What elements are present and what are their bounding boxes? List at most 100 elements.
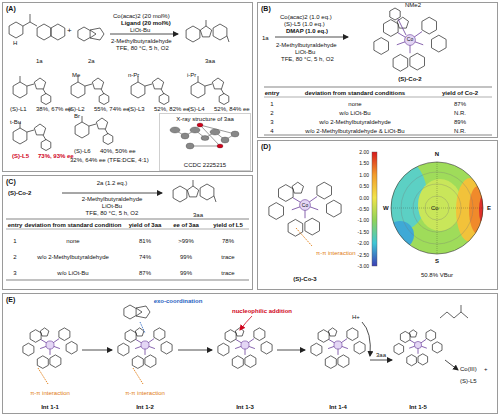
text-label: 2.00 [359, 150, 369, 155]
ring-outline [30, 330, 41, 343]
cobalt-atom [241, 341, 249, 349]
bond-line [145, 84, 152, 86]
ring-outline [409, 330, 417, 337]
cobalt-atom [300, 200, 311, 211]
ring-outline [187, 186, 198, 197]
text-label: -2.00 [358, 241, 369, 246]
bond-line [264, 97, 492, 98]
text-label: w/o 2-Methylbutyraldehyde [319, 119, 391, 125]
text-label: 1 [270, 101, 273, 107]
text-label: 4 [270, 128, 273, 134]
text-label: Co(acac)2 (1.0 eq.) [280, 14, 332, 20]
text-label: (S)-Co-2 [8, 190, 31, 196]
ring-outline [432, 35, 447, 52]
ring-outline [41, 94, 51, 105]
ring-outline [13, 128, 27, 144]
ring-outline [394, 343, 404, 354]
ring-outline [59, 328, 70, 341]
text-label: -1.50 [358, 230, 369, 235]
bond-line [23, 22, 30, 26]
ring-outline [75, 122, 89, 138]
text-label: E [487, 205, 491, 211]
text-label: TFE, 80 °C, 5 h, O2 [116, 45, 169, 51]
bond-line [105, 129, 108, 134]
ring-outline [354, 341, 365, 354]
ring-outline [200, 184, 214, 200]
text-label: w/o LiOt-Bu [57, 270, 88, 276]
bond-line [200, 125, 220, 146]
reaction-arrow [110, 34, 178, 35]
bond-line [146, 306, 150, 312]
cobalt-atom [405, 35, 416, 46]
thermal-ellipsoid [190, 127, 200, 133]
ring-outline [225, 330, 236, 343]
bond-line [90, 34, 96, 38]
text-label: 32%, 64% ee (TFE:DCE, 4:1) [70, 157, 149, 163]
inset-caption: X-ray structure of 3aa [176, 116, 234, 122]
steric-map [383, 161, 489, 254]
ring-outline [235, 328, 244, 336]
text-label: 2-Methylbutyraldehyde [82, 196, 143, 202]
text-label: entry [8, 222, 23, 228]
text-label: yield of L5 [213, 222, 243, 228]
text-label: Int 1-4 [329, 404, 347, 410]
reaction-arrow [275, 37, 348, 38]
ring-outline [132, 356, 143, 369]
text-label: Int 1-1 [41, 404, 59, 410]
ring-outline [245, 355, 256, 368]
reaction-arrow [82, 350, 112, 351]
ring-outline [145, 355, 156, 368]
bond-line [43, 89, 46, 94]
text-label: 2a (1.2 eq.) [97, 180, 128, 186]
bond-line [136, 308, 142, 312]
text-label: π-π interaction [30, 390, 70, 396]
bond-line [30, 14, 31, 22]
bond-line [89, 124, 96, 126]
text-label: Me [72, 72, 80, 78]
ring-outline [37, 24, 51, 40]
ring-outline [269, 203, 284, 220]
ring-outline [96, 118, 107, 129]
text-label: TFE, 80 °C, 5 h, O2 [281, 56, 334, 62]
bond-line [190, 146, 220, 147]
text-label: 0.50 [359, 184, 369, 189]
bond-line [296, 228, 312, 246]
text-label: π-π interaction [125, 390, 165, 396]
text-label: (S)-L2 [68, 106, 85, 112]
ring-outline [422, 17, 437, 34]
ring-outline [426, 330, 436, 341]
reaction-arrow [62, 193, 162, 194]
ring-outline [393, 54, 408, 71]
text-label: 87% [139, 270, 151, 276]
text-label: -1.00 [358, 218, 369, 223]
reaction-arrow [178, 350, 212, 351]
text-label: LiOt-Bu [295, 49, 315, 55]
bond-line [193, 180, 194, 186]
ring-outline [374, 38, 389, 55]
text-label: 99% [180, 254, 192, 260]
ring-outline [173, 186, 187, 202]
text-label: yield of Co-2 [442, 90, 478, 96]
ring-outline [318, 330, 329, 343]
text-label: N.R. [454, 128, 466, 134]
text-label: N.R. [454, 110, 466, 116]
bond-line [221, 89, 224, 94]
bond-line [82, 116, 83, 122]
bond-line [100, 34, 104, 40]
text-label: 2 [270, 110, 273, 116]
ring-outline [124, 305, 136, 319]
text-label: nucleophilic addition [232, 308, 292, 314]
thermal-ellipsoid [186, 143, 194, 149]
text-label: N [435, 151, 439, 157]
bond-line [20, 76, 21, 82]
text-label: >99% [178, 238, 194, 244]
ring-outline [288, 219, 303, 236]
bond-line [227, 36, 229, 42]
bond-line [6, 229, 249, 230]
thermal-ellipsoid [201, 136, 209, 141]
bond-line [100, 28, 104, 34]
reaction-arrow [445, 360, 458, 370]
text-label: DMAP (1.0 eq.) [286, 28, 328, 34]
